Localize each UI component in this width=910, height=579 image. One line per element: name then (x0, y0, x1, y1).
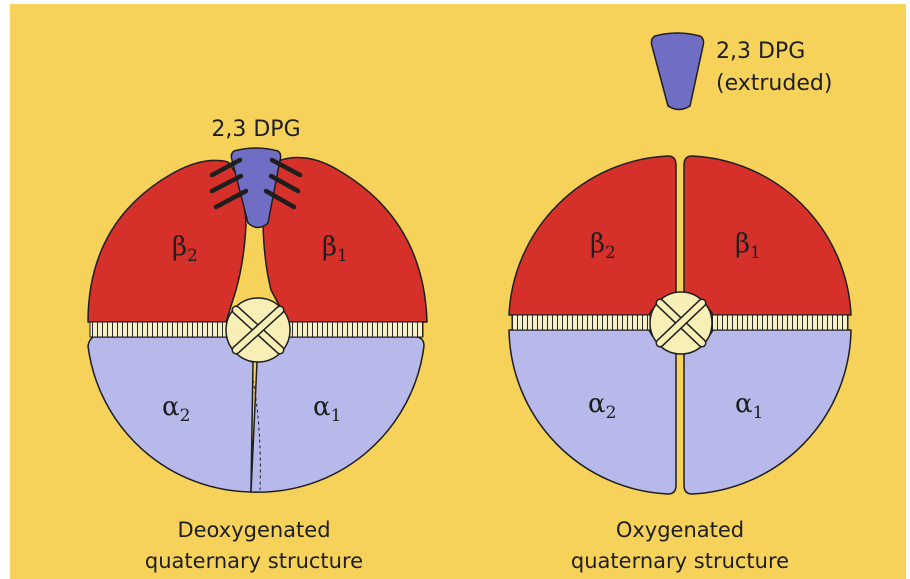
oxy-alpha2-subscript: 2 (606, 403, 617, 423)
deoxy-alpha2-letter: α (162, 392, 180, 422)
deoxy-alpha2-subscript: 2 (180, 406, 191, 426)
oxy-alpha1-subscript: 1 (753, 403, 764, 423)
oxy-beta2-subscript: 2 (605, 243, 616, 263)
oxy-dpg-label-line2: (extruded) (716, 71, 832, 96)
oxy-caption-line1: Oxygenated (616, 518, 744, 542)
oxy-caption-line2: quaternary structure (571, 549, 789, 573)
deoxy-right-interface (287, 322, 423, 337)
deoxy-beta2-subscript: 2 (187, 246, 198, 266)
deoxy-alpha1-subscript: 1 (331, 406, 342, 426)
deoxy-dpg-label: 2,3 DPG (211, 117, 300, 142)
deoxy-alpha1-letter: α (313, 392, 331, 422)
deoxy-left-interface (90, 322, 227, 337)
deoxy-caption-line2: quaternary structure (145, 549, 363, 573)
oxy-beta1-letter: β (735, 229, 750, 259)
deoxy-structure (88, 148, 427, 492)
oxy-beta1-subscript: 1 (750, 243, 761, 263)
deoxy-beta2-letter: β (172, 232, 187, 262)
oxy-left-interface (512, 315, 650, 330)
oxy-dpg-label-line1: 2,3 DPG (716, 39, 805, 64)
deoxy-caption-line1: Deoxygenated (177, 518, 330, 542)
oxy-beta2-letter: β (590, 229, 605, 259)
oxy-alpha1-letter: α (735, 389, 753, 419)
deoxy-beta1-letter: β (322, 232, 337, 262)
deoxy-beta1-subscript: 1 (337, 246, 348, 266)
oxy-alpha2-letter: α (588, 389, 606, 419)
oxy-right-interface (712, 315, 848, 330)
